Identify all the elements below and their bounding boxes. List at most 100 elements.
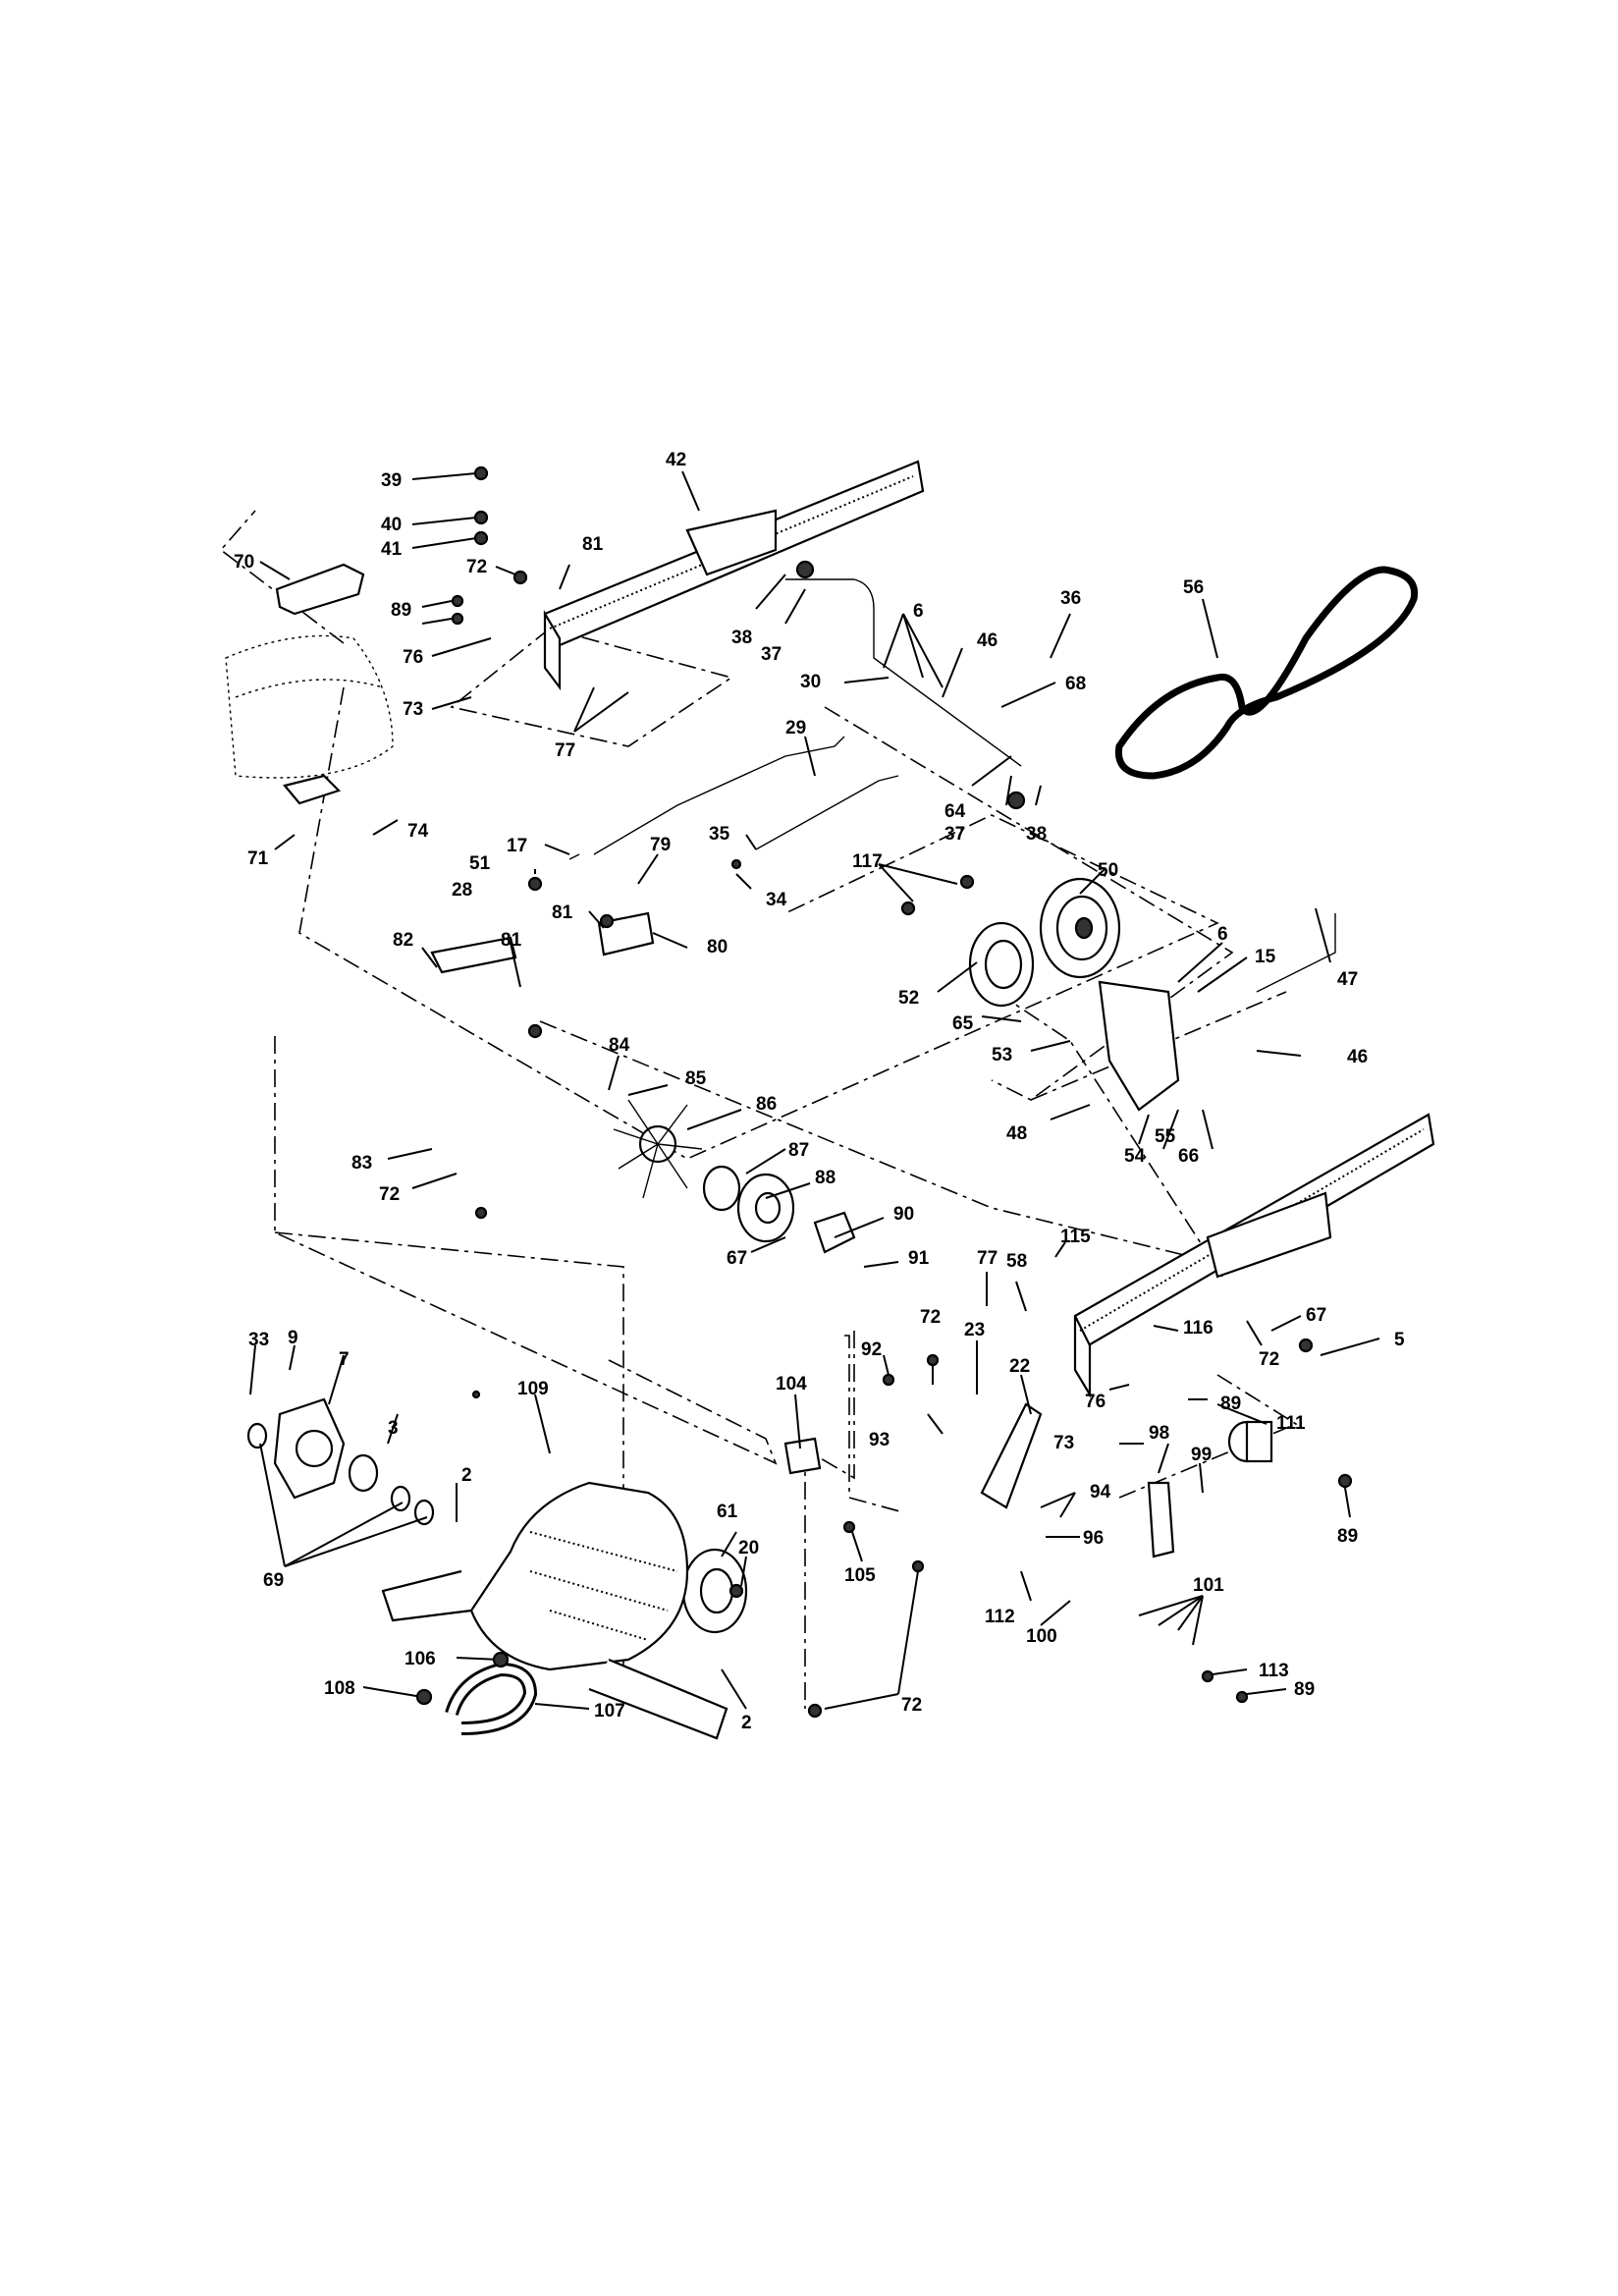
callout-112: 112	[985, 1607, 1015, 1627]
callout-71: 71	[247, 848, 269, 869]
bracket-98	[1147, 1481, 1175, 1558]
callout-55: 55	[1155, 1126, 1176, 1147]
callout-73: 73	[403, 699, 423, 720]
callout-65: 65	[952, 1013, 974, 1034]
callout-30: 30	[800, 672, 821, 692]
callout-89c: 89	[1337, 1526, 1358, 1547]
callout-34: 34	[766, 890, 787, 910]
callout-105: 105	[844, 1565, 876, 1586]
callout-115: 115	[1060, 1227, 1091, 1247]
washer-3	[348, 1453, 379, 1493]
callout-107: 107	[594, 1701, 625, 1722]
callout-89b: 89	[1220, 1394, 1241, 1414]
callout-89d: 89	[1294, 1679, 1315, 1700]
callout-53: 53	[992, 1045, 1012, 1066]
callout-74: 74	[407, 821, 429, 842]
callout-41: 41	[381, 539, 403, 560]
callout-29: 29	[785, 718, 806, 738]
callout-87: 87	[788, 1140, 809, 1161]
callout-47: 47	[1337, 969, 1358, 990]
callout-2b: 2	[741, 1713, 752, 1733]
frame-rail-lower	[1073, 1113, 1435, 1398]
callout-99: 99	[1191, 1445, 1212, 1465]
callout-72: 72	[466, 557, 487, 577]
bracket-90	[813, 1211, 856, 1254]
callout-labels: 39 40 41 42 70 72 81 89 7 6 73 77 38 37 6…	[234, 450, 1405, 1733]
callout-77: 77	[555, 740, 575, 761]
callout-38: 38	[731, 628, 752, 648]
callout-108: 108	[324, 1678, 355, 1699]
callout-72d: 72	[920, 1307, 941, 1328]
callout-66: 66	[1178, 1146, 1199, 1167]
callout-54: 54	[1124, 1146, 1146, 1167]
callout-81: 81	[582, 534, 604, 555]
bracket-54	[1098, 980, 1180, 1112]
callout-2: 2	[461, 1465, 472, 1486]
callout-70: 70	[234, 552, 254, 573]
callout-58: 58	[1006, 1251, 1027, 1272]
callout-72b: 72	[379, 1184, 400, 1205]
hardware-dots	[415, 465, 1353, 1719]
callout-15: 15	[1255, 947, 1276, 967]
callout-48: 48	[1006, 1123, 1027, 1144]
callout-116: 116	[1183, 1318, 1214, 1339]
callout-39: 39	[381, 470, 402, 491]
callout-56: 56	[1183, 577, 1204, 598]
callout-100: 100	[1026, 1626, 1057, 1647]
callout-91: 91	[908, 1248, 930, 1269]
callout-72e: 72	[901, 1695, 922, 1716]
bracket-104	[783, 1437, 822, 1475]
callout-64: 64	[944, 801, 966, 822]
callout-106: 106	[404, 1649, 436, 1669]
callout-67b: 67	[1306, 1305, 1326, 1326]
callout-7: 7	[339, 1349, 350, 1370]
callout-37: 37	[761, 644, 782, 665]
callout-61: 61	[717, 1502, 738, 1522]
callout-5: 5	[1394, 1330, 1405, 1350]
pulley-52	[968, 921, 1035, 1008]
bracket-70	[275, 563, 365, 616]
pulley-87	[702, 1165, 795, 1243]
callout-83: 83	[351, 1153, 372, 1174]
callout-94: 94	[1090, 1482, 1111, 1503]
callout-3: 3	[388, 1418, 399, 1439]
callout-90: 90	[893, 1204, 914, 1225]
fender-outline	[225, 634, 394, 779]
callout-20: 20	[738, 1538, 759, 1558]
callout-73b: 73	[1053, 1433, 1074, 1453]
callout-92: 92	[861, 1339, 882, 1360]
callout-77b: 77	[977, 1248, 998, 1269]
callout-33: 33	[248, 1330, 269, 1350]
callout-81c: 81	[501, 930, 522, 951]
callout-6b: 6	[1217, 924, 1228, 945]
callout-98: 98	[1149, 1423, 1169, 1444]
idler-111	[1227, 1420, 1273, 1463]
callout-101: 101	[1193, 1575, 1224, 1596]
bracket-71	[283, 774, 342, 805]
drive-belt	[1114, 566, 1419, 780]
frame-rail-upper	[543, 460, 925, 691]
callout-40: 40	[381, 515, 402, 535]
callout-68: 68	[1065, 674, 1086, 694]
callout-80: 80	[707, 937, 728, 957]
washers-69	[246, 1422, 435, 1526]
bracket-22	[980, 1402, 1043, 1509]
callout-84: 84	[609, 1035, 630, 1056]
assembly-outlines	[219, 510, 1298, 1709]
hub-7	[273, 1397, 346, 1500]
linkage-rods	[568, 578, 1336, 993]
callout-104: 104	[776, 1374, 807, 1394]
callout-46b: 46	[1347, 1047, 1368, 1067]
hose-107	[445, 1662, 538, 1735]
callout-69: 69	[263, 1570, 284, 1591]
callout-23: 23	[964, 1320, 985, 1340]
callout-38b: 38	[1026, 824, 1047, 845]
callout-52: 52	[898, 988, 919, 1009]
callout-6: 6	[913, 601, 924, 622]
callout-72c: 72	[1259, 1349, 1279, 1370]
callout-22: 22	[1009, 1356, 1030, 1377]
lever-82	[430, 936, 517, 974]
callout-42: 42	[666, 450, 686, 470]
callout-113: 113	[1259, 1661, 1289, 1681]
